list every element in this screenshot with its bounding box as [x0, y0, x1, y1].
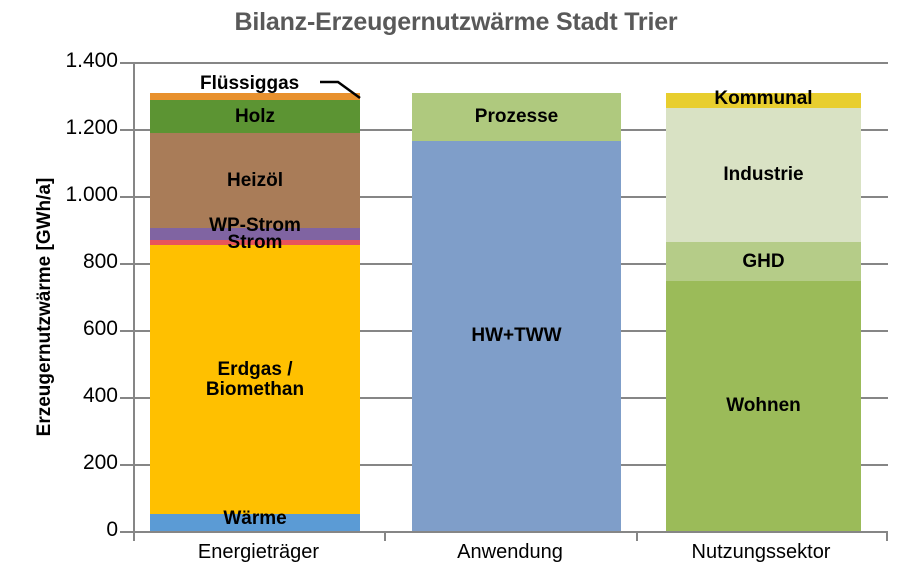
ytick-label-0: 0 — [106, 518, 118, 541]
segment-label-fluessiggas: Flüssiggas — [200, 73, 300, 94]
bar-nutzungssektor[interactable]: Industrie GHD Wohnen — [666, 62, 861, 531]
segment-label-prozesse: Prozesse — [474, 106, 559, 128]
ytick-1200 — [120, 129, 134, 131]
ytick-600 — [120, 330, 134, 332]
x-category-label-nutzungssektor: Nutzungssektor — [691, 541, 831, 563]
segment-label-waerme: Wärme — [223, 508, 287, 529]
ytick-1400 — [120, 62, 134, 64]
x-category-label-anwendung: Anwendung — [457, 541, 563, 563]
segment-label-kommunal: Kommunal — [714, 88, 813, 109]
ytick-200 — [120, 464, 134, 466]
segment-label-ghd: GHD — [742, 250, 785, 272]
segment-kommunal[interactable] — [666, 93, 861, 108]
segment-label-hw-tww: HW+TWW — [471, 325, 562, 347]
gridline-1400 — [133, 62, 888, 64]
segment-strom[interactable] — [150, 240, 360, 245]
ytick-label-1000: 1.000 — [65, 183, 118, 206]
ytick-label-400: 400 — [82, 384, 118, 407]
x-axis-tick-2 — [636, 531, 638, 541]
segment-waerme[interactable] — [150, 514, 360, 531]
chart-title: Bilanz-Erzeugernutzwärme Stadt Trier — [234, 8, 678, 36]
ytick-label-800: 800 — [82, 250, 118, 273]
ytick-400 — [120, 397, 134, 399]
ytick-label-1400: 1.400 — [65, 49, 118, 72]
ytick-label-600: 600 — [82, 317, 118, 340]
bar-anwendung[interactable]: Prozesse HW+TWW — [412, 62, 621, 531]
segment-industrie[interactable]: Industrie — [666, 108, 861, 242]
segment-label-wp-strom: WP-Strom — [209, 215, 301, 236]
ytick-label-1200: 1.200 — [65, 116, 118, 139]
segment-prozesse[interactable]: Prozesse — [412, 93, 621, 141]
segment-label-industrie: Industrie — [723, 164, 804, 186]
segment-fluessiggas[interactable] — [150, 93, 360, 100]
segment-label-wohnen: Wohnen — [726, 395, 801, 417]
segment-ghd[interactable]: GHD — [666, 242, 861, 281]
ytick-1000 — [120, 196, 134, 198]
segment-wp-strom[interactable] — [150, 228, 360, 240]
x-axis-tick-1 — [384, 531, 386, 541]
segment-label-strom: Strom — [227, 232, 283, 253]
x-axis-tick-3 — [886, 531, 888, 541]
segment-hw-tww[interactable]: HW+TWW — [412, 141, 621, 531]
segment-wohnen[interactable]: Wohnen — [666, 281, 861, 531]
x-category-label-energietraeger: Energieträger — [197, 541, 320, 563]
ytick-label-200: 200 — [82, 451, 118, 474]
ytick-0 — [120, 531, 134, 533]
y-axis-line — [133, 62, 135, 532]
x-axis-tick-0 — [133, 531, 135, 541]
ytick-800 — [120, 263, 134, 265]
x-axis-line — [133, 531, 888, 533]
